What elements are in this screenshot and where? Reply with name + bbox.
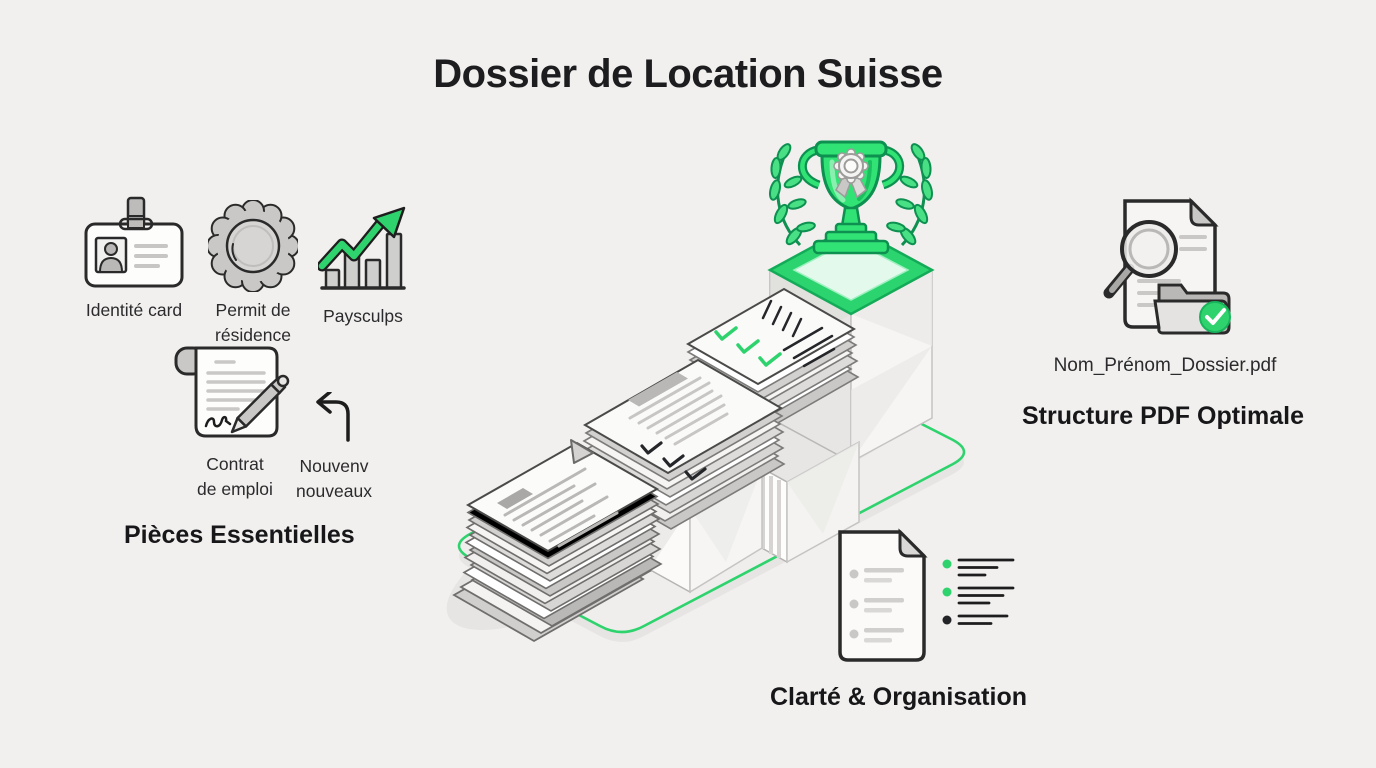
pdf-search-folder-check-icon xyxy=(1103,197,1231,335)
green-trophy-with-laurels xyxy=(769,140,936,255)
residence-permit-label: Permit de résidence xyxy=(215,300,291,345)
employment-contract-icon xyxy=(174,346,290,438)
return-arrow-icon xyxy=(316,392,350,442)
clarity-item xyxy=(830,528,934,664)
id-card-label: Identité card xyxy=(85,300,183,320)
rosette-badge xyxy=(833,148,869,199)
pdf-filename: Nom_Prénom_Dossier.pdf xyxy=(1053,355,1277,376)
essentials-heading: Pièces Essentielles xyxy=(124,521,355,549)
payslips-item: Paysculps xyxy=(318,206,408,329)
id-card-item: Identité card xyxy=(82,196,186,323)
loose-paper-pile xyxy=(453,439,662,642)
return-arrow-label: Nouvenv nouveaux xyxy=(296,456,372,501)
residence-seal-icon xyxy=(208,200,298,292)
payslips-chart-icon xyxy=(318,206,406,290)
pdf-structure-item xyxy=(1093,197,1243,347)
contract-item: Contrat de emploi xyxy=(172,340,298,502)
page-title: Dossier de Location Suisse xyxy=(433,52,943,96)
payslips-label: Paysculps xyxy=(323,306,403,326)
return-arrow-item: Nouvenv nouveaux xyxy=(296,392,374,504)
clarity-bullet-list xyxy=(940,552,1020,636)
clarity-heading: Clarté & Organisation xyxy=(770,683,1027,711)
id-card-icon xyxy=(84,196,184,288)
contract-label: Contrat de emploi xyxy=(197,454,273,499)
document-checklist-icon xyxy=(838,528,928,662)
bullet-list-icon xyxy=(942,558,1015,625)
document-staircase-illustration xyxy=(446,140,966,642)
pdf-structure-heading: Structure PDF Optimale xyxy=(1022,402,1304,430)
residence-permit-item: Permit de résidence xyxy=(208,200,298,348)
